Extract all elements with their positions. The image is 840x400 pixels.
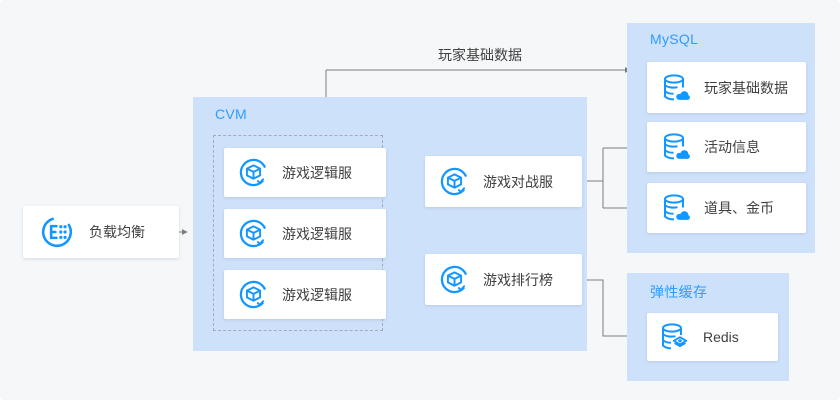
node-game-logic-server-1: 游戏逻辑服	[224, 148, 386, 197]
node-player-base-data: 玩家基础数据	[647, 62, 806, 113]
node-redis: Redis	[647, 313, 778, 361]
cloud-database-icon	[659, 71, 691, 105]
server-icon	[439, 166, 470, 197]
cloud-database-icon	[659, 191, 691, 225]
cvm-title: CVM	[215, 106, 248, 122]
node-game-leaderboard: 游戏排行榜	[425, 254, 582, 305]
game-battle-server-label: 游戏对战服	[483, 173, 553, 190]
elastic-cache-title: 弹性缓存	[650, 284, 708, 300]
node-load-balancer: 负载均衡	[23, 206, 179, 258]
game-logic-server-label: 游戏逻辑服	[282, 286, 352, 303]
node-activity-info: 活动信息	[647, 122, 806, 172]
server-icon	[238, 279, 269, 310]
game-leaderboard-label: 游戏排行榜	[483, 271, 553, 288]
node-game-logic-server-2: 游戏逻辑服	[224, 209, 386, 258]
activity-info-label: 活动信息	[704, 139, 760, 155]
redis-label: Redis	[703, 329, 739, 345]
game-logic-server-label: 游戏逻辑服	[282, 225, 352, 242]
redis-database-icon	[657, 320, 691, 354]
node-game-logic-server-3: 游戏逻辑服	[224, 270, 386, 319]
server-icon	[238, 218, 269, 249]
items-coins-label: 道具、金币	[704, 200, 774, 216]
node-items-coins: 道具、金币	[647, 183, 806, 233]
cloud-database-icon	[659, 130, 691, 164]
server-icon	[439, 264, 470, 295]
edge-label-player-data: 玩家基础数据	[438, 47, 522, 63]
clb-icon	[40, 215, 74, 249]
node-game-battle-server: 游戏对战服	[425, 156, 582, 207]
game-logic-server-label: 游戏逻辑服	[282, 164, 352, 181]
player-base-data-label: 玩家基础数据	[704, 79, 788, 96]
load-balancer-label: 负载均衡	[89, 224, 145, 240]
mysql-title: MySQL	[650, 31, 699, 47]
server-icon	[238, 157, 269, 188]
